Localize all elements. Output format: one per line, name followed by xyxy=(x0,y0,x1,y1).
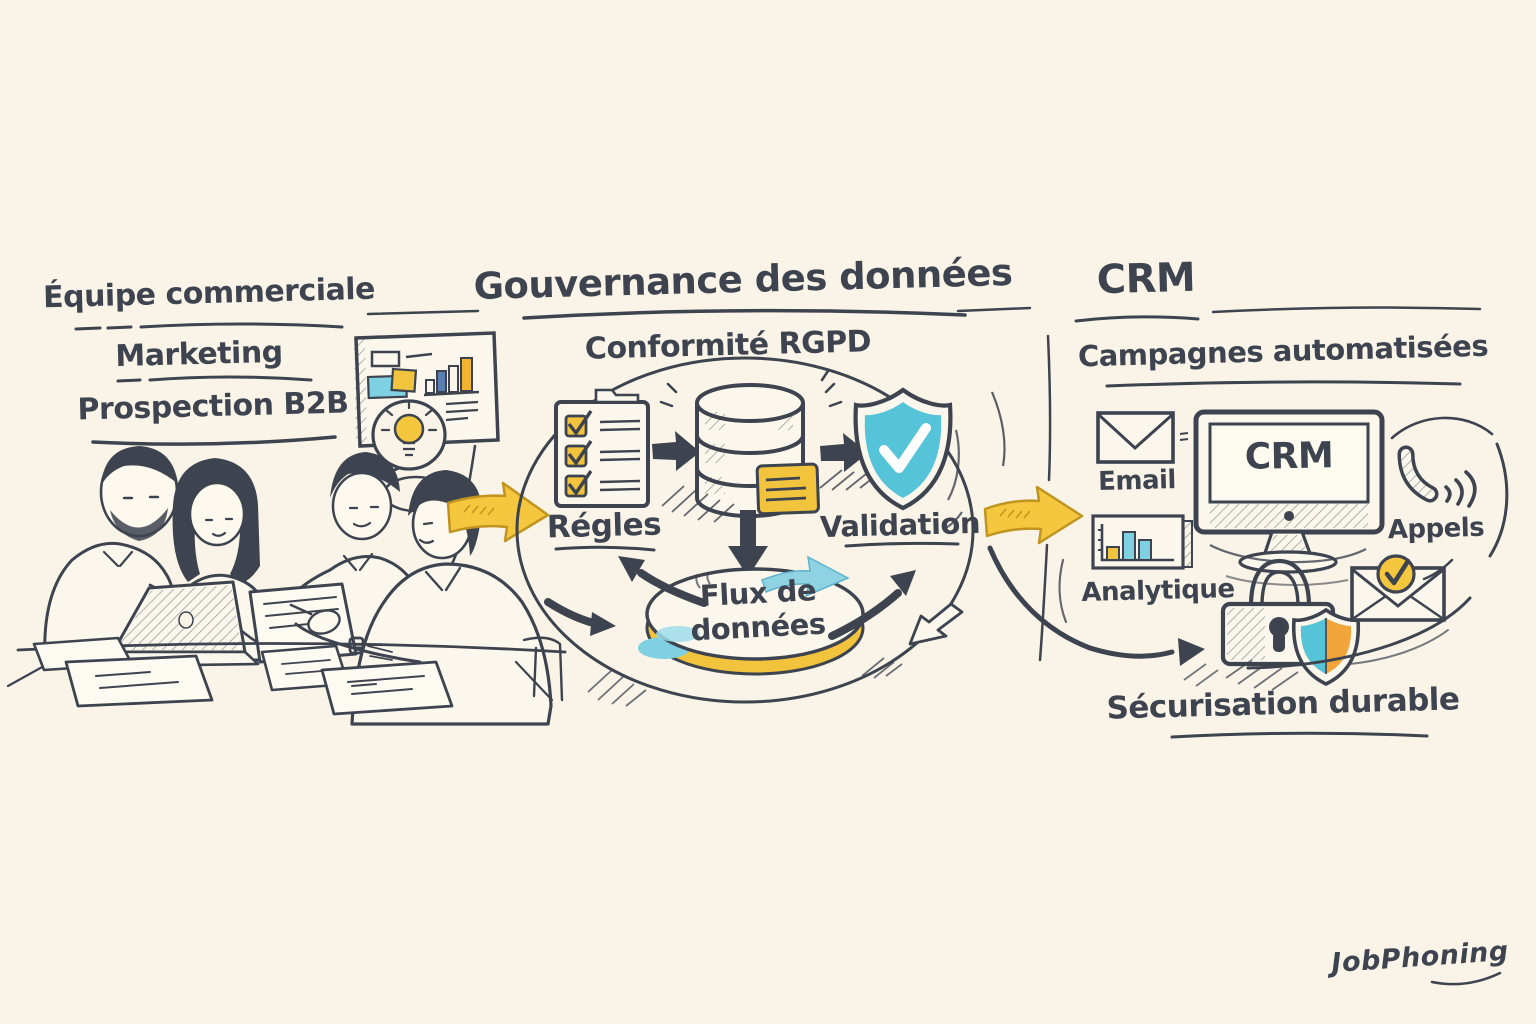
email-check-icon xyxy=(1350,554,1446,622)
lightbulb-icon xyxy=(380,399,438,457)
crm-scene xyxy=(987,409,1509,691)
left-scene xyxy=(6,331,567,726)
crm-swoosh-arcs xyxy=(1058,416,1509,670)
governance-subtitle: Conformité RGPD xyxy=(584,324,872,367)
arrow-database-to-shield xyxy=(820,433,868,472)
sound-waves-icon xyxy=(1444,470,1477,508)
flow-arrow-right xyxy=(983,485,1084,545)
database-icon xyxy=(659,369,879,523)
laptop-icon xyxy=(111,580,260,668)
team-illustration xyxy=(6,446,567,726)
email-icon xyxy=(1096,411,1189,464)
blue-cycle-arrow xyxy=(761,555,850,598)
shield-check-icon xyxy=(853,387,963,529)
crm-monitor xyxy=(1193,409,1385,586)
lightbulb-speech-bubble xyxy=(371,399,447,480)
cycle-arrows xyxy=(544,555,964,646)
checklist-icon xyxy=(554,388,650,508)
arrow-checklist-to-database xyxy=(652,431,700,471)
shield-small-icon xyxy=(1291,607,1361,686)
crm-monitor-text: CRM xyxy=(1244,435,1334,478)
validation-label: Validation xyxy=(819,505,981,545)
team-label-line3: Prospection B2B xyxy=(77,385,349,428)
title-underlines xyxy=(74,306,1502,986)
governance-oval xyxy=(515,356,975,704)
oval-side-swoosh xyxy=(990,391,1006,467)
analytics-label: Analytique xyxy=(1081,574,1235,608)
arrow-database-down xyxy=(728,510,768,577)
outline-cycle-arrow xyxy=(908,602,964,646)
calls-label: Appels xyxy=(1387,512,1485,546)
table-and-papers xyxy=(6,636,567,716)
phone-icon xyxy=(1397,445,1477,508)
governance-scene xyxy=(515,356,1084,707)
arrow-to-lock xyxy=(987,545,1219,687)
sticky-note-icon xyxy=(755,462,820,516)
analytics-chart-icon xyxy=(1091,514,1193,570)
rules-label: Régles xyxy=(546,506,662,546)
data-flow-label-line2: données xyxy=(689,606,827,648)
flow-arrow-left xyxy=(446,481,550,543)
crm-title: CRM xyxy=(1096,254,1196,304)
team-label-line2: Marketing xyxy=(114,334,284,375)
email-label: Email xyxy=(1097,464,1177,498)
chair-sketch xyxy=(522,636,564,702)
